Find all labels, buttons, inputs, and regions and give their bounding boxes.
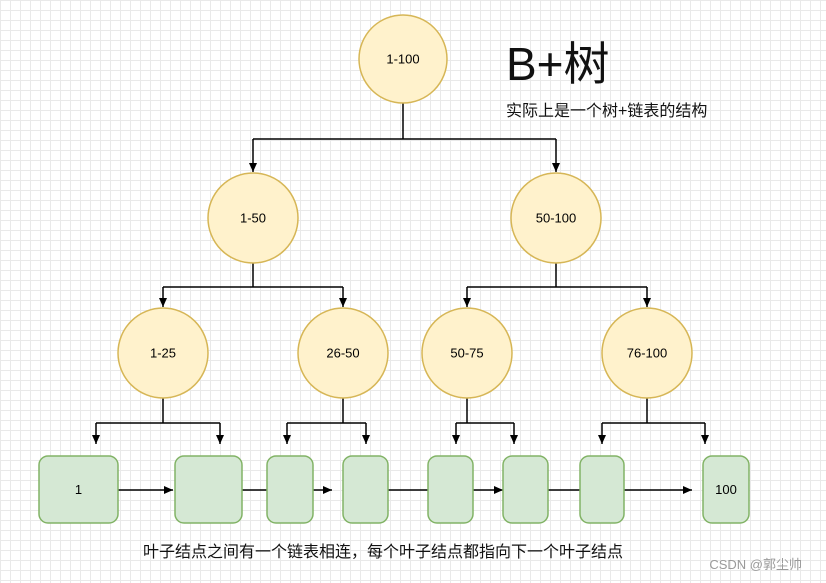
tree-node-label: 1-50 <box>240 211 266 226</box>
tree-node-label: 1-25 <box>150 346 176 361</box>
tree-edge-group <box>463 263 651 307</box>
leaf-node-leaf-2 <box>174 455 243 524</box>
tree-edge-group <box>159 263 347 307</box>
tree-node-root: 1-100 <box>358 14 448 104</box>
watermark: CSDN @郭尘帅 <box>709 557 802 572</box>
tree-node-n1: 1-50 <box>207 172 299 264</box>
nodes: 1-100 1-50 50-100 1-25 26-50 50-75 76-100 1 100 <box>38 14 750 524</box>
tree-edge-group <box>452 398 518 444</box>
leaf-node-box <box>502 455 549 524</box>
leaf-node-leaf-4 <box>342 455 389 524</box>
leaf-node-box <box>702 455 750 524</box>
tree-node-label: 26-50 <box>326 346 359 361</box>
tree-node-label: 50-75 <box>450 346 483 361</box>
leaf-node-label: 1 <box>75 482 82 497</box>
leaf-node-box <box>342 455 389 524</box>
tree-edge-group <box>283 398 370 444</box>
diagram-title: B+树 <box>506 38 610 90</box>
tree-node-n11: 1-25 <box>117 307 209 399</box>
tree-node-circle <box>601 307 693 399</box>
leaf-node-box <box>266 455 314 524</box>
tree-node-n12: 26-50 <box>297 307 389 399</box>
leaf-node-label: 100 <box>715 482 737 497</box>
leaf-node-leaf-8: 100 <box>702 455 750 524</box>
tree-node-circle <box>358 14 448 104</box>
tree-edge-group <box>249 103 560 172</box>
tree-node-circle <box>297 307 389 399</box>
tree-node-n21: 50-75 <box>421 307 513 399</box>
leaf-node-leaf-5 <box>427 455 474 524</box>
tree-edge-group <box>92 398 224 444</box>
tree-node-circle <box>207 172 299 264</box>
leaf-node-leaf-7 <box>579 455 625 524</box>
tree-node-label: 50-100 <box>536 211 576 226</box>
tree-node-label: 1-100 <box>386 52 419 67</box>
leaf-node-box <box>38 455 119 524</box>
tree-edge-group <box>598 398 709 444</box>
tree-node-circle <box>421 307 513 399</box>
diagram-caption: 叶子结点之间有一个链表相连，每个叶子结点都指向下一个叶子结点 <box>143 544 624 561</box>
leaf-node-leaf-3 <box>266 455 314 524</box>
diagram-subtitle: 实际上是一个树+链表的结构 <box>506 103 708 120</box>
leaf-node-leaf-6 <box>502 455 549 524</box>
tree-node-n22: 76-100 <box>601 307 693 399</box>
leaf-node-leaf-1: 1 <box>38 455 119 524</box>
edges <box>92 103 709 444</box>
tree-node-circle <box>117 307 209 399</box>
leaf-node-box <box>579 455 625 524</box>
tree-node-label: 76-100 <box>627 346 667 361</box>
leaf-node-box <box>174 455 243 524</box>
tree-node-circle <box>510 172 602 264</box>
tree-node-n2: 50-100 <box>510 172 602 264</box>
leaf-node-box <box>427 455 474 524</box>
